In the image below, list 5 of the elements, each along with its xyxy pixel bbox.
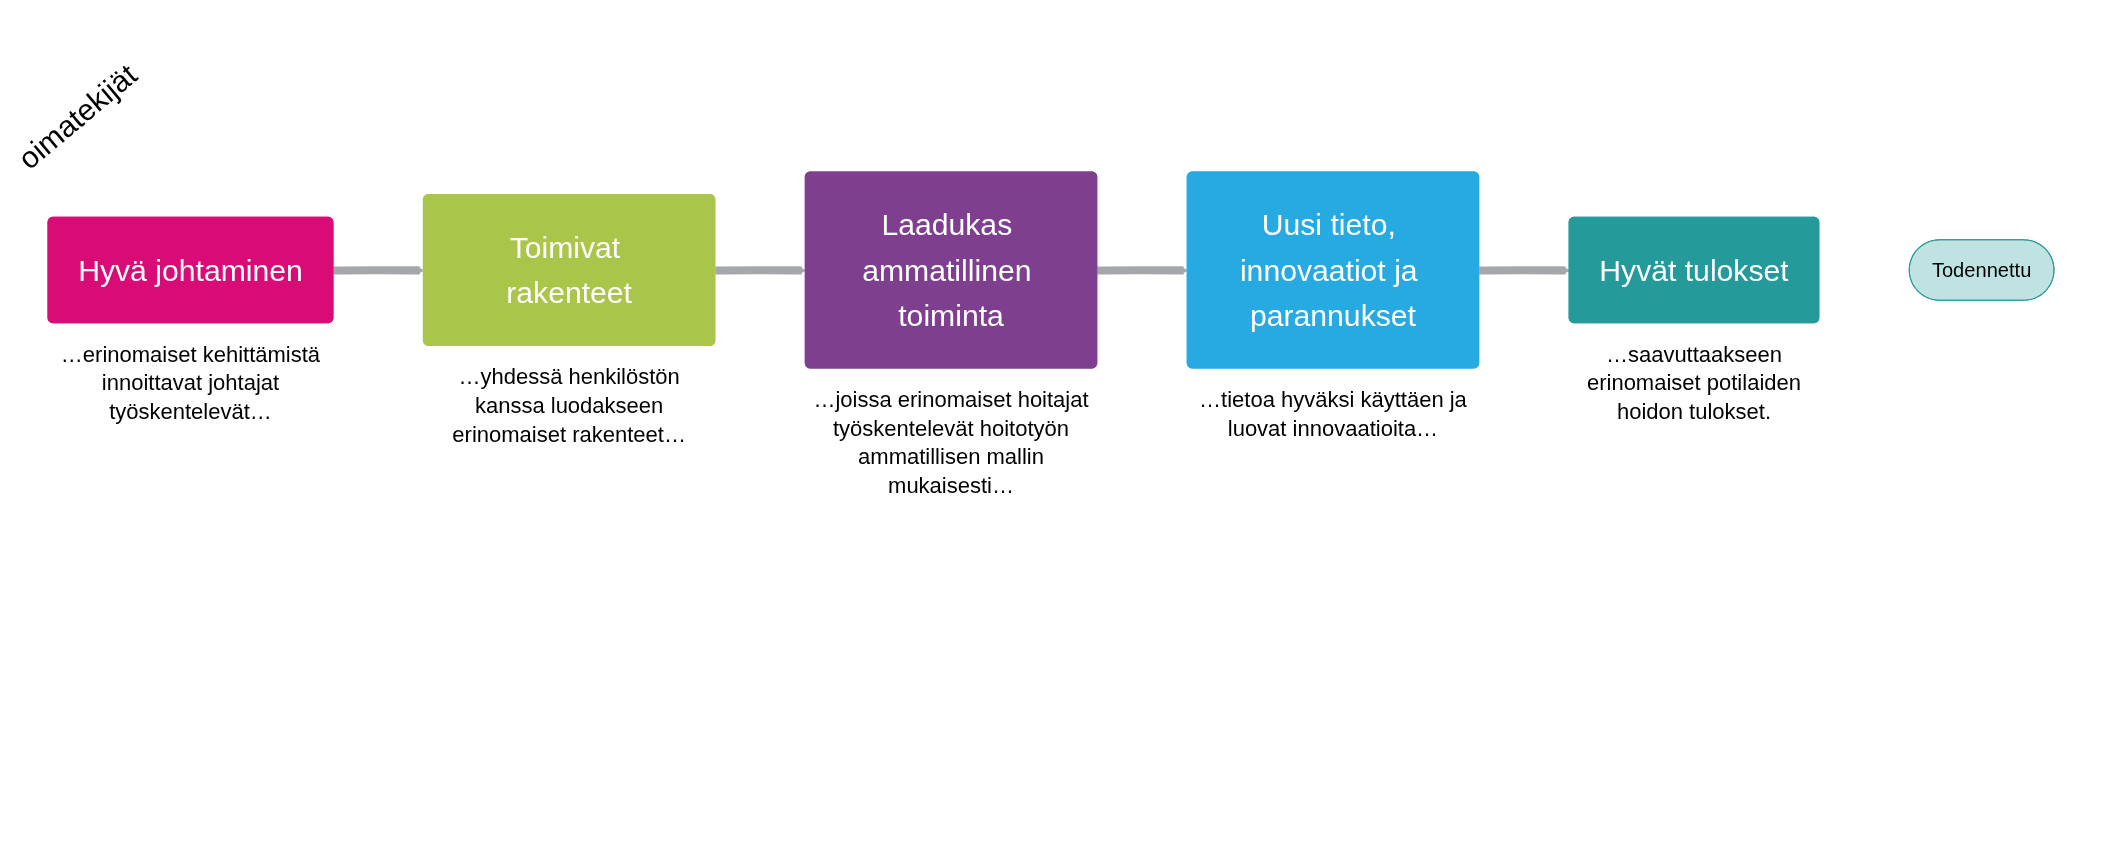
caption-text: …joissa erinomaiset hoitajat työskentelevät hoitotyön ammatillisen mallin mukaisesti… <box>812 386 1090 500</box>
caption-text: …erinomaiset kehittämistä innoittavat johtajat työskentelevät… <box>59 340 322 426</box>
caption-text: …saavuttaakseen erinomaiset potilaiden hoidon tulokset. <box>1585 340 1802 426</box>
caption-text: …tietoa hyväksi käyttäen ja luovat innovaatioita… <box>1198 386 1468 443</box>
caption-text: …yhdessä henkilöstön kanssa luodakseen erinomaiset rakenteet… <box>451 363 687 449</box>
